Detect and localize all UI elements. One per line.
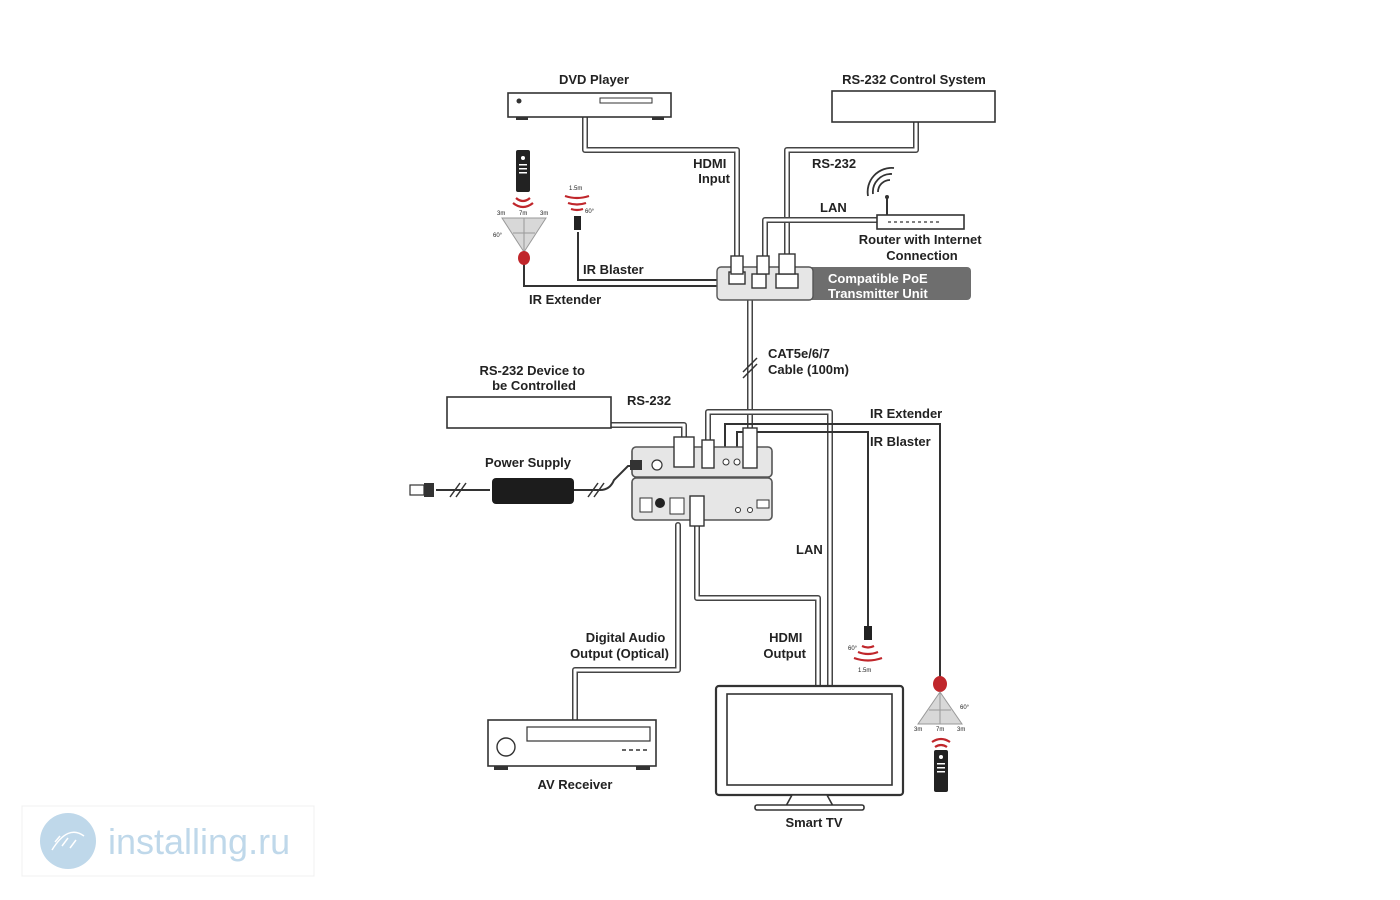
rs232-device-label: RS-232 Device to be Controlled — [479, 363, 588, 393]
lan-bottom-label: LAN — [796, 542, 823, 557]
router-label: Router with Internet Connection — [859, 232, 985, 263]
ir-signal-bottom-icon — [931, 737, 951, 748]
av-receiver-label: AV Receiver — [538, 777, 613, 792]
cable-break-mark — [742, 357, 758, 379]
power-wire — [573, 465, 640, 491]
wifi-signal-icon — [866, 167, 895, 197]
power-supply-label: Power Supply — [485, 455, 572, 470]
dvd-player-label: DVD Player — [559, 72, 629, 87]
installing-logo-icon — [40, 813, 96, 869]
power-supply — [409, 460, 642, 504]
ir-extender-bottom-left-range: 3m — [914, 727, 922, 733]
ir-extender-top-wire — [523, 262, 721, 287]
ir-extender-top-mid-range: 7m — [519, 211, 527, 217]
rs232-device — [446, 396, 612, 429]
router — [866, 167, 965, 230]
receiver-unit — [631, 427, 773, 527]
transmitter-unit — [716, 253, 971, 301]
ir-blaster-bottom-angle: 60° — [848, 646, 858, 652]
power-break-mark — [449, 482, 605, 498]
ir-extender-top-label: IR Extender — [529, 292, 601, 307]
ir-blaster-bottom-range: 1.5m — [858, 668, 871, 674]
optical-audio-cable — [572, 522, 681, 723]
ir-blaster-top-label: IR Blaster — [583, 262, 644, 277]
ir-blaster-bottom-wire — [736, 431, 869, 628]
watermark: installing.ru — [21, 805, 315, 877]
hdmi-output-label: HDMI Output — [763, 630, 806, 661]
ir-blaster-top-wire — [577, 232, 721, 281]
ir-blaster-bottom-label: IR Blaster — [870, 434, 931, 449]
hdmi-input-cable — [582, 115, 740, 261]
ir-extender-bottom-angle: 60° — [960, 705, 970, 711]
remote-control-bottom-icon — [934, 750, 948, 792]
smart-tv — [714, 684, 905, 811]
cables — [572, 115, 919, 723]
lan-top-label: LAN — [820, 200, 847, 215]
hdmi-input-label: HDMI Input — [693, 156, 731, 186]
rs232-control-system — [831, 90, 996, 123]
digital-audio-label: Digital Audio Output (Optical) — [570, 630, 669, 661]
ir-extender-sensor-top — [501, 217, 547, 265]
ir-blaster-top-range: 1.5m — [569, 186, 582, 192]
dvd-player — [507, 92, 672, 120]
ir-extender-sensor-bottom — [917, 676, 963, 725]
smart-tv-label: Smart TV — [785, 815, 842, 830]
ir-wires — [436, 232, 941, 678]
ir-extender-bottom-right-range: 3m — [957, 727, 965, 733]
remote-control-icon — [516, 150, 530, 192]
ir-signal-icon — [512, 197, 534, 209]
ir-extender-top-angle: 60° — [493, 233, 503, 239]
rs232-bottom-cable — [602, 415, 687, 440]
ir-extender-bottom-mid-range: 7m — [936, 727, 944, 733]
rs232-control-system-label: RS-232 Control System — [842, 72, 986, 87]
ir-blaster-top-angle: 60° — [585, 209, 595, 215]
rs232-bottom-label: RS-232 — [627, 393, 671, 408]
ir-blaster-bottom — [853, 626, 883, 662]
transmitter-label: Compatible PoE Transmitter Unit — [828, 271, 931, 301]
av-receiver — [487, 719, 657, 770]
cat-cable-label: CAT5e/6/7 Cable (100m) — [768, 346, 849, 377]
rs232-top-label: RS-232 — [812, 156, 856, 171]
watermark-text: installing.ru — [108, 821, 290, 862]
ir-blaster-top — [564, 194, 590, 230]
ir-extender-bottom-label: IR Extender — [870, 406, 942, 421]
ir-extender-bottom-wire — [724, 423, 941, 678]
ir-extender-top-left-range: 3m — [497, 211, 505, 217]
ir-extender-top-right-range: 3m — [540, 211, 548, 217]
